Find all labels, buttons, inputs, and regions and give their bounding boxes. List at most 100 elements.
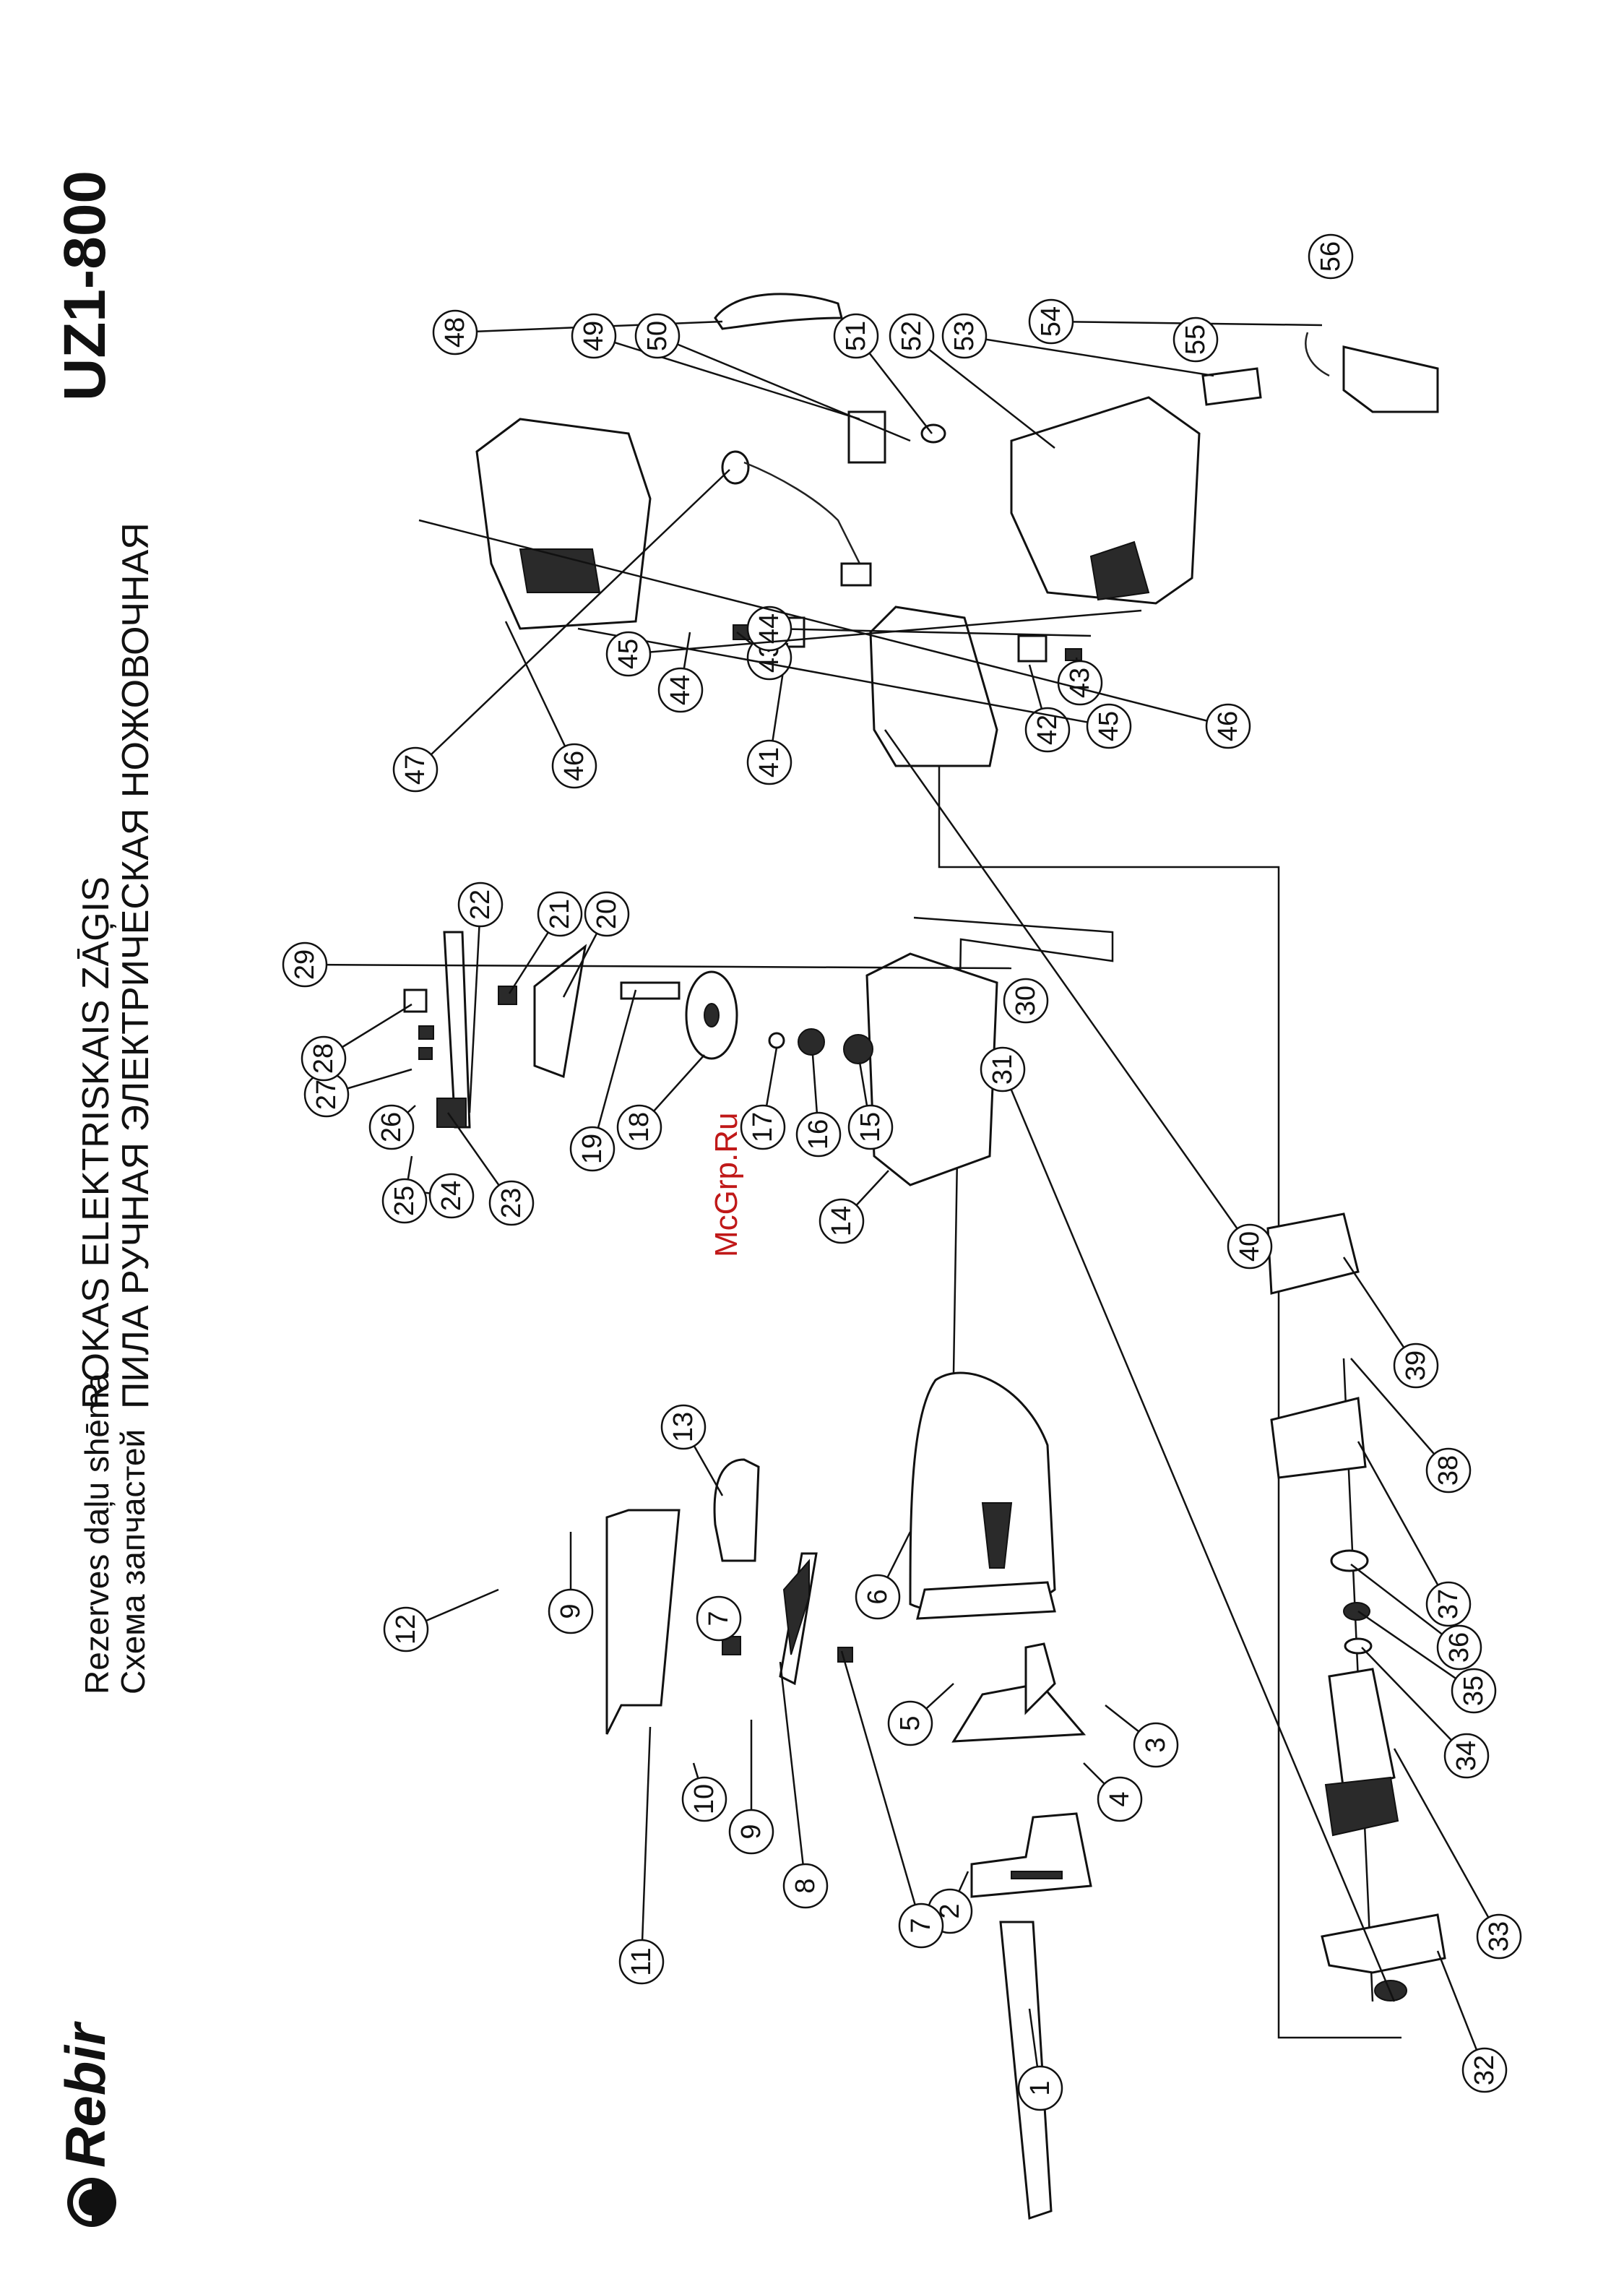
callout-number: 44 xyxy=(754,613,785,644)
assembly-lines xyxy=(914,708,1401,2038)
clip-28 xyxy=(419,1048,432,1059)
callout-number: 13 xyxy=(668,1412,699,1442)
callout-55: 55 xyxy=(1174,318,1217,361)
callout-3: 3 xyxy=(1105,1705,1178,1767)
clip-53 xyxy=(922,425,945,442)
callout-39: 39 xyxy=(1344,1257,1438,1387)
callout-11: 11 xyxy=(620,1727,663,1983)
callout-number: 9 xyxy=(556,1603,586,1619)
callout-number: 3 xyxy=(1141,1737,1171,1752)
callout-18: 18 xyxy=(618,1055,704,1149)
callout-26: 26 xyxy=(370,1106,415,1149)
callout-number: 47 xyxy=(400,754,431,785)
callout-number: 12 xyxy=(391,1614,421,1645)
callout-25: 25 xyxy=(383,1156,426,1223)
callout-8: 8 xyxy=(780,1662,827,1908)
callout-number: 28 xyxy=(308,1043,339,1074)
armature xyxy=(1329,1669,1394,1792)
callout-56: 56 xyxy=(1309,235,1352,278)
callout-12: 12 xyxy=(384,1590,498,1651)
callout-number: 24 xyxy=(436,1181,467,1211)
side-cover xyxy=(607,1510,679,1734)
callout-number: 26 xyxy=(376,1112,407,1142)
callout-number: 21 xyxy=(545,899,575,929)
schema-title-lv: Rezerves daļu shēma xyxy=(78,1373,116,1694)
shoe-slot xyxy=(1011,1871,1062,1879)
gearbox-housing xyxy=(867,954,997,1185)
callout-46: 46 xyxy=(506,621,596,788)
brush-bottom xyxy=(1066,649,1081,660)
callout-number: 25 xyxy=(389,1186,420,1216)
callout-leader xyxy=(780,1662,805,1886)
callout-leader xyxy=(657,336,910,441)
shoe-plate xyxy=(972,1814,1091,1897)
callout-number: 33 xyxy=(1484,1921,1514,1952)
callout-number: 41 xyxy=(754,747,785,777)
callout-number: 39 xyxy=(1401,1350,1431,1381)
callout-number: 10 xyxy=(689,1784,720,1814)
callout-number: 14 xyxy=(826,1206,857,1236)
callout-4: 4 xyxy=(1084,1763,1141,1821)
logo: Rebir xyxy=(53,2021,117,2227)
callout-leader xyxy=(470,905,480,1113)
callout-number: 42 xyxy=(1032,715,1063,745)
bearing-17 xyxy=(798,1029,824,1055)
callout-number: 16 xyxy=(803,1119,834,1150)
callout-number: 52 xyxy=(897,321,927,351)
callout-13: 13 xyxy=(662,1405,722,1496)
callout-number: 48 xyxy=(440,317,470,348)
callout-49: 49 xyxy=(572,314,860,419)
bearing-16 xyxy=(844,1035,873,1064)
brush-holder-bottom xyxy=(1019,636,1046,661)
gear-20-hub xyxy=(704,1004,719,1027)
callout-number: 18 xyxy=(624,1112,655,1142)
callout-number: 7 xyxy=(906,1918,936,1933)
watermark: McGrp.Ru xyxy=(709,1113,744,1257)
shoe-bracket xyxy=(954,1684,1084,1741)
callout-number: 20 xyxy=(592,899,622,929)
armature-commutator xyxy=(1326,1777,1398,1835)
callout-number: 50 xyxy=(642,321,673,351)
switch-51 xyxy=(849,412,885,462)
callout-number: 36 xyxy=(1444,1632,1474,1663)
callout-number: 45 xyxy=(613,639,644,669)
brand-name: Rebir xyxy=(53,2021,117,2168)
callout-30: 30 xyxy=(1004,979,1048,1022)
callout-number: 5 xyxy=(895,1715,925,1731)
pad-lower xyxy=(838,1647,852,1662)
power-plug xyxy=(1344,347,1438,412)
callout-number: 23 xyxy=(496,1188,527,1218)
callout-leader xyxy=(642,1727,650,1962)
callout-number: 9 xyxy=(736,1824,766,1839)
callout-number: 51 xyxy=(841,321,871,351)
callout-number: 31 xyxy=(988,1054,1018,1085)
callout-number: 54 xyxy=(1036,306,1066,337)
product-title-ru: ПИЛА РУЧНАЯ ЭЛЕКТРИЧЕСКАЯ НОЖОВОЧНАЯ xyxy=(115,522,157,1409)
callout-leader xyxy=(842,1651,921,1926)
lead-49 xyxy=(744,462,867,578)
cord-sleeve xyxy=(1203,369,1261,405)
ring-38 xyxy=(1331,1551,1368,1571)
trigger xyxy=(715,294,842,329)
front-housing-flange xyxy=(917,1582,1055,1619)
schema-title-ru: Схема запчастей xyxy=(114,1429,152,1694)
callout-number: 40 xyxy=(1235,1231,1265,1262)
callout-number: 37 xyxy=(1433,1589,1464,1619)
callout-17: 17 xyxy=(741,1048,785,1149)
stator xyxy=(1268,1214,1358,1293)
callout-7: 7 xyxy=(842,1651,943,1947)
callout-number: 43 xyxy=(1065,668,1095,698)
callout-number: 34 xyxy=(1451,1741,1482,1771)
nut-23 xyxy=(498,986,517,1004)
spring-29 xyxy=(419,1026,433,1039)
callout-6: 6 xyxy=(856,1532,910,1619)
washer-36 xyxy=(1345,1639,1371,1653)
callout-number: 45 xyxy=(1094,711,1124,741)
callout-number: 29 xyxy=(290,949,320,980)
callout-16: 16 xyxy=(797,1055,840,1156)
callout-number: 1 xyxy=(1025,2080,1055,2095)
callout-number: 27 xyxy=(311,1080,342,1110)
model-number: UZ1-800 xyxy=(52,171,118,401)
callout-number: 32 xyxy=(1469,2055,1500,2085)
